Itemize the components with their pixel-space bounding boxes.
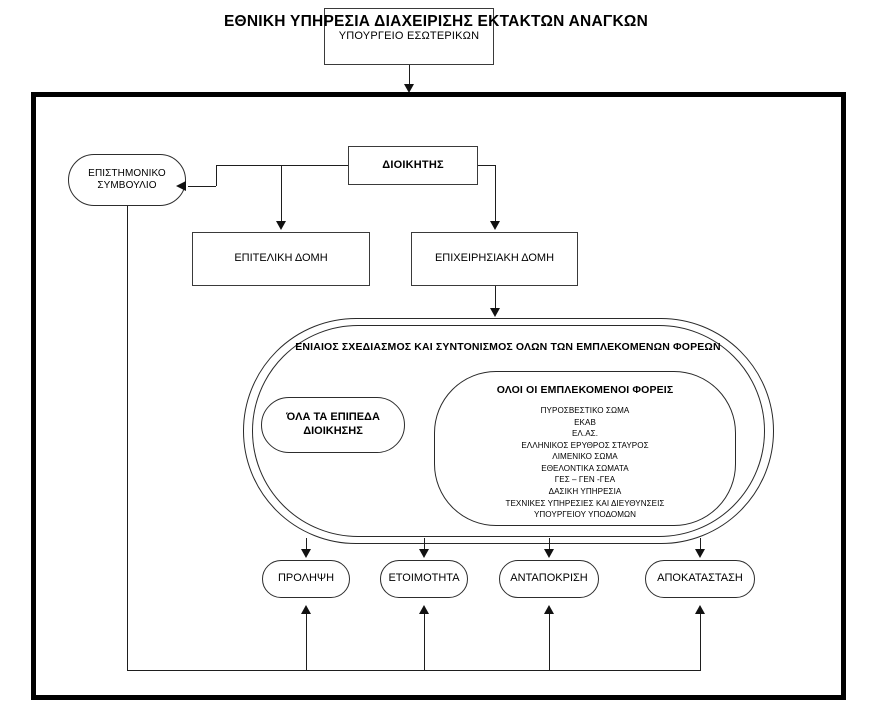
connector-operations-to-planning — [495, 286, 496, 310]
planning-container-inner — [252, 325, 765, 537]
node-all-administration-levels: ΌΛΑ ΤΑ ΕΠΙΠΕΔΑ ΔΙΟΙΚΗΣΗΣ — [261, 397, 405, 453]
connector-feedback-to-phase-0 — [306, 613, 307, 670]
arrowhead-feedback-phase-2 — [544, 605, 554, 614]
connector-commander-to-operations — [495, 165, 496, 223]
agency-list-item: ΠΥΡΟΣΒΕΣΤΙΚΟ ΣΩΜΑ — [540, 406, 630, 415]
connector-ministry-to-agency — [409, 65, 410, 87]
involved-agencies-title: ΟΛΟΙ ΟΙ ΕΜΠΛΕΚΟΜΕΝΟΙ ΦΟΡΕΙΣ — [496, 384, 674, 396]
connector-planning-to-phase-3 — [700, 538, 701, 552]
node-phase-preparedness: ΕΤΟΙΜΟΤΗΤΑ — [380, 560, 468, 598]
agency-list-item: ΤΕΧΝΙΚΕΣ ΥΠΗΡΕΣΙΕΣ ΚΑΙ ΔΙΕΥΘΥΝΣΕΙΣ — [505, 498, 665, 508]
connector-commander-right-bus — [478, 165, 496, 166]
arrowhead-to-staff-structure — [276, 221, 286, 230]
node-ministry-of-interior: ΥΠΟΥΡΓΕΙΟ ΕΣΩΤΕΡΙΚΩΝ — [324, 8, 494, 65]
connector-planning-to-phase-1 — [424, 538, 425, 552]
connector-commander-left-bus — [216, 165, 348, 166]
node-operations-structure: ΕΠΙΧΕΙΡΗΣΙΑΚΗ ΔΟΜΗ — [411, 232, 578, 286]
arrowhead-feedback-phase-1 — [419, 605, 429, 614]
agency-list-item: ΕΚΑΒ — [574, 417, 596, 427]
involved-agencies-list: ΠΥΡΟΣΒΕΣΤΙΚΟ ΣΩΜΑ ΕΚΑΒ ΕΛ.ΑΣ.ΕΛΛΗΝΙΚΟΣ ΕΡΥ… — [505, 405, 664, 521]
connector-planning-to-phase-0 — [306, 538, 307, 552]
node-scientific-council: ΕΠΙΣΤΗΜΟΝΙΚΟ ΣΥΜΒΟΥΛΙΟ — [68, 154, 186, 206]
arrowhead-to-phase-2 — [544, 549, 554, 558]
page-title: ΕΘΝΙΚΗ ΥΠΗΡΕΣΙΑ ΔΙΑΧΕΙΡΙΣΗΣ ΕΚΤΑΚΤΩΝ ΑΝΑ… — [223, 13, 649, 30]
arrowhead-to-planning — [490, 308, 500, 317]
connector-planning-to-phase-2 — [549, 538, 550, 552]
connector-feedback-to-phase-3 — [700, 613, 701, 670]
arrowhead-to-phase-0 — [301, 549, 311, 558]
connector-feedback-to-phase-1 — [424, 613, 425, 670]
arrowhead-to-phase-1 — [419, 549, 429, 558]
node-commander: ΔΙΟΙΚΗΤΗΣ — [348, 146, 478, 185]
planning-title: ΕΝΙΑΙΟΣ ΣΧΕΔΙΑΣΜΟΣ ΚΑΙ ΣΥΝΤΟΝΙΣΜΟΣ ΟΛΩΝ … — [295, 341, 721, 353]
agency-list-item: ΔΑΣΙΚΗ ΥΠΗΡΕΣΙΑ — [548, 486, 622, 496]
arrowhead-to-scientific-council — [176, 181, 186, 191]
connector-council-feed — [188, 186, 216, 187]
arrowhead-feedback-phase-3 — [695, 605, 705, 614]
node-phase-response: ΑΝΤΑΠΟΚΡΙΣΗ — [499, 560, 599, 598]
arrowhead-to-operations-structure — [490, 221, 500, 230]
agency-list-item: ΕΘΕΛΟΝΤΙΚΑ ΣΩΜΑΤΑ — [541, 463, 629, 473]
arrowhead-feedback-phase-0 — [301, 605, 311, 614]
connector-commander-left-step — [216, 165, 217, 186]
node-phase-recovery: ΑΠΟΚΑΤΑΣΤΑΣΗ — [645, 560, 755, 598]
connector-commander-to-staff — [281, 165, 282, 223]
agency-list-item: ΥΠΟΥΡΓΕΙΟΥ ΥΠΟΔΟΜΩΝ — [533, 510, 637, 520]
arrowhead-to-phase-3 — [695, 549, 705, 558]
connector-feedback-bottom-bus — [127, 670, 701, 671]
connector-feedback-to-phase-2 — [549, 613, 550, 670]
node-involved-agencies: ΟΛΟΙ ΟΙ ΕΜΠΛΕΚΟΜΕΝΟΙ ΦΟΡΕΙΣ ΠΥΡΟΣΒΕΣΤΙΚΟ… — [434, 371, 736, 526]
connector-feedback-left-vertical — [127, 206, 128, 670]
agency-list-item: ΓΕΣ – ΓΕΝ -ΓΕΑ — [554, 475, 616, 485]
agency-list-item: ΕΛΛΗΝΙΚΟΣ ΕΡΥΘΡΟΣ ΣΤΑΥΡΟΣ — [521, 440, 649, 450]
agency-list-item: ΛΙΜΕΝΙΚΟ ΣΩΜΑ — [552, 452, 618, 462]
node-staff-structure: ΕΠΙΤΕΛΙΚΗ ΔΟΜΗ — [192, 232, 370, 286]
agency-list-item: ΕΛ.ΑΣ. — [571, 429, 598, 439]
arrowhead-ministry-to-agency — [404, 84, 414, 93]
node-phase-prevention: ΠΡΟΛΗΨΗ — [262, 560, 350, 598]
